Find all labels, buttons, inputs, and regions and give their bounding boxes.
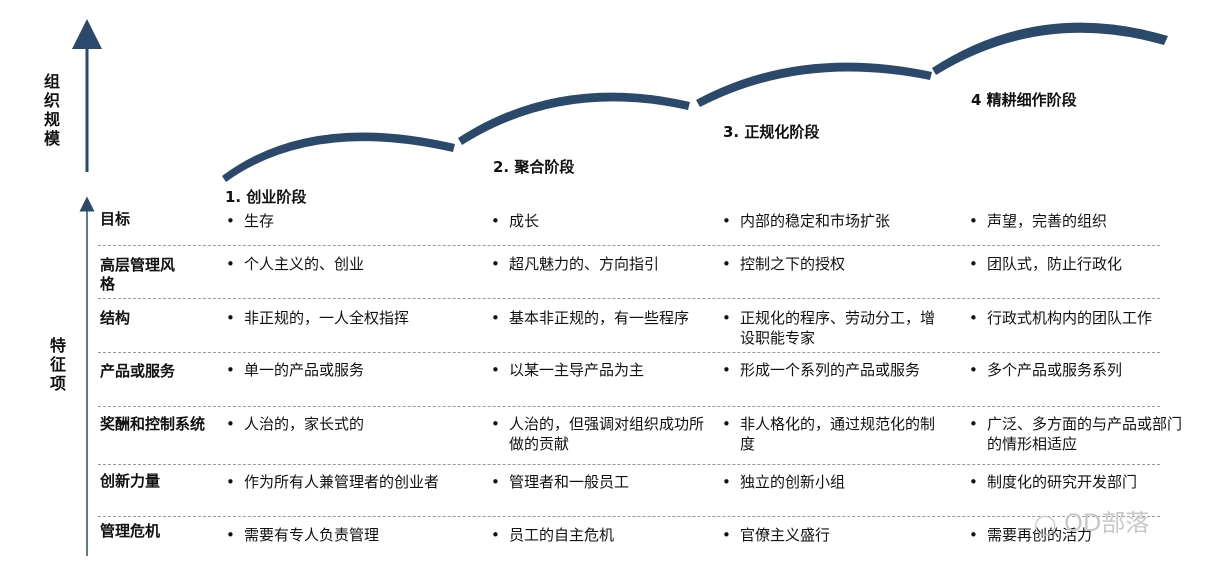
wechat-icon: ◯ — [1034, 512, 1057, 536]
table-cell: 需要再创的活力 — [965, 525, 1193, 545]
table-cell: 员工的自主危机 — [487, 525, 715, 545]
table-cell: 广泛、多方面的与产品或部门的情形相适应 — [965, 414, 1193, 454]
row-divider — [98, 464, 1160, 465]
table-cell: 形成一个系列的产品或服务 — [718, 360, 946, 380]
stage-3-label: 3. 正规化阶段 — [723, 123, 820, 141]
table-cell: 制度化的研究开发部门 — [965, 472, 1193, 492]
watermark: ◯ OD部落 — [1034, 503, 1149, 538]
row-divider — [98, 406, 1160, 407]
stage-2-curve — [458, 92, 690, 145]
table-cell: 控制之下的授权 — [718, 254, 946, 274]
row-label-reward-control: 奖酬和控制系统 — [100, 415, 206, 433]
row-label-crisis: 管理危机 — [100, 522, 161, 540]
watermark-text: OD部落 — [1064, 509, 1150, 537]
table-cell: 团队式，防止行政化 — [965, 254, 1193, 274]
table-cell: 管理者和一般员工 — [487, 472, 715, 492]
row-label-goal: 目标 — [100, 210, 131, 228]
table-cell: 多个产品或服务系列 — [965, 360, 1193, 380]
table-cell: 单一的产品或服务 — [222, 360, 450, 380]
table-cell: 基本非正规的，有一些程序 — [487, 308, 715, 328]
table-cell: 需要有专人负责管理 — [222, 525, 450, 545]
stage-1-curve — [222, 132, 455, 182]
org-scale-label: 组织规模 — [43, 72, 60, 148]
table-cell: 人治的，但强调对组织成功所做的贡献 — [487, 414, 715, 454]
stage-2-label: 2. 聚合阶段 — [493, 158, 575, 176]
features-label: 特征项 — [49, 336, 66, 393]
table-cell: 正规化的程序、劳动分工，增设职能专家 — [718, 308, 946, 348]
table-cell: 行政式机构内的团队工作 — [965, 308, 1193, 328]
table-cell: 内部的稳定和市场扩张 — [718, 211, 946, 231]
row-label-innovation: 创新力量 — [100, 472, 161, 490]
row-divider — [98, 298, 1160, 299]
table-cell: 人治的，家长式的 — [222, 414, 450, 434]
stage-1-label: 1. 创业阶段 — [225, 188, 307, 206]
row-divider — [98, 516, 1160, 517]
table-cell: 官僚主义盛行 — [718, 525, 946, 545]
table-cell: 非人格化的，通过规范化的制度 — [718, 414, 946, 454]
table-cell: 以某一主导产品为主 — [487, 360, 715, 380]
row-label-leadership-style: 高层管理风格 — [100, 256, 176, 293]
table-cell: 声望，完善的组织 — [965, 211, 1193, 231]
row-divider — [98, 352, 1160, 353]
stage-4-label: 4 精耕细作阶段 — [971, 91, 1077, 109]
stage-4-curve — [932, 22, 1168, 75]
table-cell: 作为所有人兼管理者的创业者 — [222, 472, 450, 492]
row-divider — [98, 245, 1160, 246]
table-cell: 超凡魅力的、方向指引 — [487, 254, 715, 274]
table-cell: 独立的创新小组 — [718, 472, 946, 492]
table-cell: 成长 — [487, 211, 715, 231]
table-cell: 非正规的，一人全权指挥 — [222, 308, 450, 328]
row-label-products: 产品或服务 — [100, 362, 176, 380]
stage-3-curve — [696, 62, 932, 107]
table-cell: 个人主义的、创业 — [222, 254, 450, 274]
row-label-structure: 结构 — [100, 309, 131, 327]
table-cell: 生存 — [222, 211, 450, 231]
